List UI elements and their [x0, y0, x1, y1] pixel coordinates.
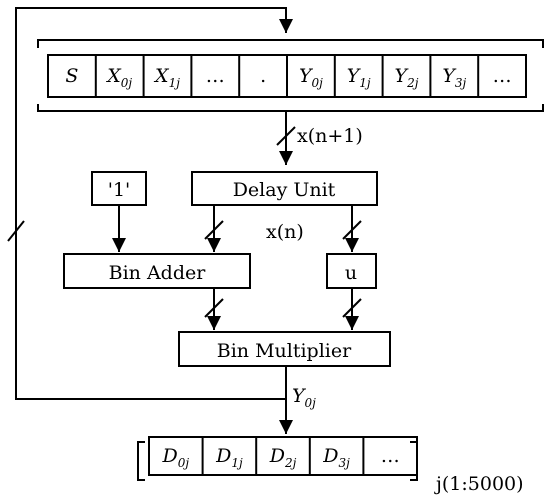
- u-block: u: [326, 253, 377, 289]
- x-now-label: x(n): [266, 221, 304, 243]
- register-cell: X0j: [105, 65, 132, 90]
- bin-multiplier-block: Bin Multiplier: [178, 331, 391, 367]
- bus-slash: [342, 220, 362, 240]
- register-cell: Y0j: [299, 65, 323, 90]
- register-cell: Y2j: [395, 65, 419, 90]
- register-cell: …: [493, 65, 512, 87]
- bin-adder-block: Bin Adder: [63, 253, 251, 289]
- y-out-label: Y0j: [292, 385, 316, 410]
- bin-adder-label: Bin Adder: [109, 262, 207, 284]
- register-cell: …: [206, 65, 225, 87]
- top-register-bracket: [37, 39, 544, 112]
- register-cell: D1j: [215, 445, 243, 470]
- bus-slash: [204, 298, 224, 318]
- register-cell: S: [65, 65, 78, 87]
- register-cell: D0j: [162, 445, 190, 470]
- register-cell: Y1j: [347, 65, 371, 90]
- loop-range-label: j(1:5000): [434, 473, 524, 495]
- x-next-label: x(n+1): [297, 125, 363, 147]
- bus-slash: [7, 220, 25, 242]
- bus-slash: [342, 298, 362, 318]
- delay-unit-label: Delay Unit: [233, 179, 336, 201]
- feedback-loop-line: [15, 7, 293, 400]
- register-cell: X1j: [153, 65, 180, 90]
- register-cell: …: [381, 445, 400, 467]
- bin-multiplier-label: Bin Multiplier: [217, 340, 352, 362]
- delay-unit-block: Delay Unit: [191, 171, 378, 206]
- const-one-label: '1': [108, 179, 131, 201]
- register-cell: D3j: [322, 445, 350, 470]
- bus-slash: [276, 126, 296, 146]
- register-cell: .: [260, 65, 266, 87]
- const-one-block: '1': [91, 171, 147, 206]
- bottom-register: D0j D1j D2j D3j …: [148, 436, 418, 476]
- register-cell: Y3j: [442, 65, 466, 90]
- register-cell: D2j: [269, 445, 297, 470]
- u-label: u: [345, 262, 357, 284]
- top-register: S X0j X1j …. Y0j Y1j Y2j Y3j …: [47, 54, 527, 98]
- bus-slash: [204, 220, 224, 240]
